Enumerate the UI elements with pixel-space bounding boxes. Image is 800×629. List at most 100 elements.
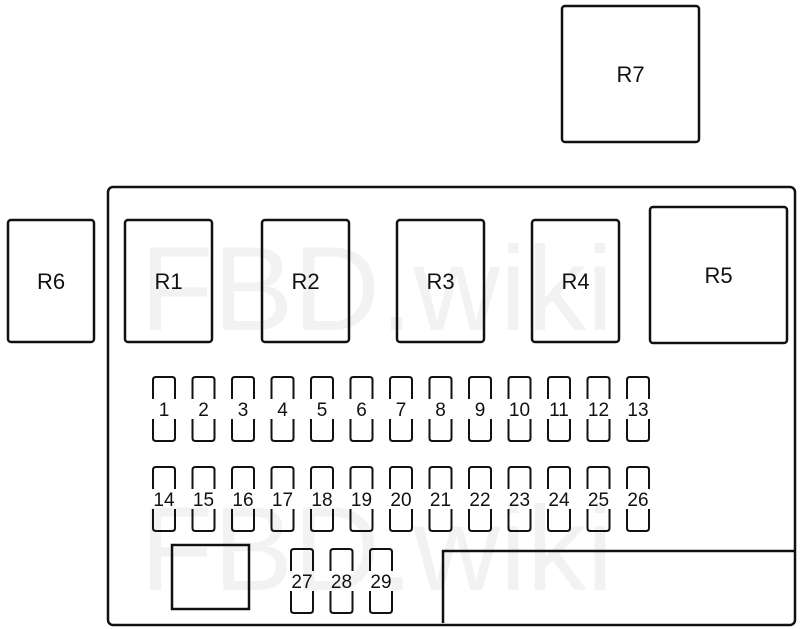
fuse-12: 12 bbox=[586, 376, 611, 442]
relay-box bbox=[395, 218, 486, 344]
fuse-terminal-top bbox=[547, 376, 571, 399]
fuse-terminal-bottom bbox=[329, 591, 354, 614]
fuse-label: 27 bbox=[291, 572, 312, 593]
fuse-22: 22 bbox=[468, 466, 492, 532]
fuse-terminal-top bbox=[152, 376, 176, 399]
fuse-terminal-top bbox=[586, 466, 611, 489]
fuse-4: 4 bbox=[270, 376, 295, 442]
relay-box bbox=[648, 205, 789, 345]
relay-label: R5 bbox=[704, 263, 732, 288]
relay-box bbox=[260, 218, 351, 344]
fuse-terminal-top bbox=[507, 376, 532, 399]
relay-label: R3 bbox=[426, 269, 454, 294]
relay-r3: R3 bbox=[395, 218, 486, 344]
relay-r7: R7 bbox=[560, 4, 701, 144]
fuse-terminal-top bbox=[468, 376, 492, 399]
fuse-terminal-bottom bbox=[586, 419, 611, 442]
fuse-10: 10 bbox=[507, 376, 532, 442]
fuse-label: 8 bbox=[435, 400, 446, 421]
fuse-7: 7 bbox=[389, 376, 413, 442]
fuse-terminal-top bbox=[428, 466, 453, 489]
fuse-label: 20 bbox=[390, 490, 411, 511]
relay-box bbox=[123, 218, 214, 344]
fuse-label: 26 bbox=[627, 490, 648, 511]
fuse-18: 18 bbox=[310, 466, 334, 532]
fuse-26: 26 bbox=[626, 466, 650, 532]
fuse-terminal-top bbox=[191, 466, 216, 489]
fuse-terminal-bottom bbox=[152, 419, 176, 442]
fuse-terminal-bottom bbox=[191, 419, 216, 442]
fuse-29: 29 bbox=[369, 548, 393, 614]
fuse-20: 20 bbox=[389, 466, 413, 532]
fuse-terminal-top bbox=[428, 376, 453, 399]
fuse-terminal-top bbox=[389, 376, 413, 399]
fuse-11: 11 bbox=[547, 376, 571, 442]
fuse-terminal-top bbox=[270, 466, 295, 489]
fuse-25: 25 bbox=[586, 466, 611, 532]
watermark-top: FBD.wiki bbox=[140, 222, 613, 356]
fuse-label: 11 bbox=[549, 400, 569, 421]
fuse-terminal-top bbox=[507, 466, 532, 489]
relay-r1: R1 bbox=[123, 218, 214, 344]
fuse-terminal-top bbox=[468, 466, 492, 489]
fuse-16: 16 bbox=[231, 466, 255, 532]
relay-r4: R4 bbox=[530, 218, 621, 344]
fuse-terminal-top bbox=[310, 376, 334, 399]
fuse-terminal-bottom bbox=[231, 509, 255, 532]
fuse-terminal-top bbox=[626, 376, 650, 399]
relay-label: R2 bbox=[291, 269, 319, 294]
fuse-terminal-top bbox=[310, 466, 334, 489]
fuse-terminal-top bbox=[290, 548, 314, 571]
relay-box bbox=[6, 218, 96, 344]
fuse-terminal-bottom bbox=[468, 509, 492, 532]
fuse-terminal-top bbox=[547, 466, 571, 489]
fuse-label: 1 bbox=[159, 400, 170, 421]
fuse-terminal-top bbox=[349, 466, 374, 489]
lower-right-section bbox=[441, 549, 795, 623]
fuse-label: 5 bbox=[317, 400, 328, 421]
fuse-2: 2 bbox=[191, 376, 216, 442]
fuse-terminal-bottom bbox=[428, 509, 453, 532]
fuse-24: 24 bbox=[547, 466, 571, 532]
fuse-6: 6 bbox=[349, 376, 374, 442]
fuse-terminal-bottom bbox=[349, 509, 374, 532]
relay-r2: R2 bbox=[260, 218, 351, 344]
relay-box bbox=[530, 218, 621, 344]
fuse-14: 14 bbox=[152, 466, 176, 532]
fuse-terminal-bottom bbox=[310, 509, 334, 532]
relay-label: R6 bbox=[37, 269, 65, 294]
fuse-terminal-top bbox=[191, 376, 216, 399]
fuse-terminal-bottom bbox=[626, 509, 650, 532]
fuse-terminal-bottom bbox=[152, 509, 176, 532]
fuse-9: 9 bbox=[468, 376, 492, 442]
fuse-terminal-bottom bbox=[310, 419, 334, 442]
fuse-28: 28 bbox=[329, 548, 354, 614]
fuse-13: 13 bbox=[626, 376, 650, 442]
fuse-terminal-bottom bbox=[290, 591, 314, 614]
fuse-label: 6 bbox=[356, 400, 367, 421]
fuse-terminal-bottom bbox=[389, 509, 413, 532]
relay-label: R4 bbox=[561, 269, 589, 294]
fuse-label: 9 bbox=[475, 400, 486, 421]
fuse-terminal-bottom bbox=[389, 419, 413, 442]
fuse-21: 21 bbox=[428, 466, 453, 532]
fuse-terminal-top bbox=[369, 548, 393, 571]
fuse-terminal-bottom bbox=[428, 419, 453, 442]
fuse-terminal-bottom bbox=[626, 419, 650, 442]
relay-r5: R5 bbox=[648, 205, 789, 345]
fuse-terminal-top bbox=[586, 376, 611, 399]
fuse-23: 23 bbox=[507, 466, 532, 532]
fuse-1: 1 bbox=[152, 376, 176, 442]
fuse-27: 27 bbox=[290, 548, 314, 614]
fuse-terminal-bottom bbox=[468, 419, 492, 442]
fuse-terminal-top bbox=[626, 466, 650, 489]
fuse-label: 10 bbox=[509, 400, 530, 421]
fuse-terminal-bottom bbox=[270, 419, 295, 442]
fuse-8: 8 bbox=[428, 376, 453, 442]
fuse-label: 24 bbox=[548, 490, 570, 511]
fuse-terminal-bottom bbox=[547, 509, 571, 532]
fuse-label: 4 bbox=[277, 400, 288, 421]
